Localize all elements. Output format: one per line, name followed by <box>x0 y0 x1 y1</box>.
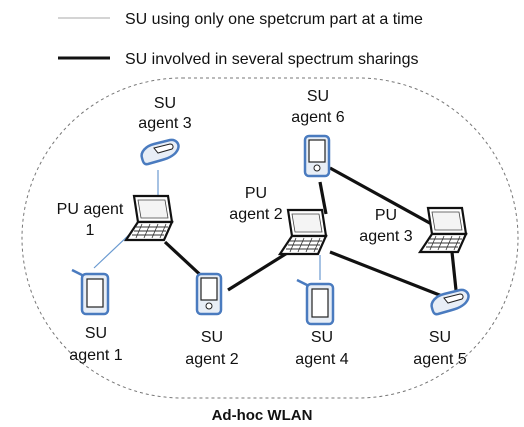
su-agent-2-pda-icon[interactable] <box>195 272 223 316</box>
su-agent-4-pda-icon[interactable] <box>295 278 335 326</box>
pu-agent-3-laptop-icon[interactable] <box>418 206 468 254</box>
su-agent-6-pda-icon[interactable] <box>303 134 331 178</box>
su-agent-2-label-2: agent 2 <box>185 351 238 368</box>
su-agent-4-label: SU <box>311 329 333 346</box>
pu-agent-1-label: PU agent <box>57 201 124 218</box>
link-su6-pu3 <box>329 166 447 234</box>
wlan-boundary <box>21 77 519 399</box>
su-agent-3-label-2: agent 3 <box>138 115 191 132</box>
pu-agent-1-label-2: 1 <box>86 222 95 239</box>
link-pu1-su1 <box>93 231 133 269</box>
su-agent-6-label-2: agent 6 <box>291 109 344 126</box>
node-labels: SU agent 3 SU agent 6 PU agent 1 PU agen… <box>57 88 467 368</box>
link-pu2-su6 <box>318 181 328 215</box>
su-agent-4-label-2: agent 4 <box>295 351 348 368</box>
legend-thick-label: SU involved in several spectrum sharings <box>125 51 418 68</box>
diagram-title: Ad-hoc WLAN <box>212 407 313 424</box>
pu-agent-2-laptop-icon[interactable] <box>278 208 328 256</box>
su-agent-1-pda-icon[interactable] <box>70 268 110 316</box>
pu-agent-3-label-2: agent 3 <box>359 228 412 245</box>
pu-agent-2-label-2: agent 2 <box>229 206 282 223</box>
su-agent-3-label: SU <box>154 95 176 112</box>
su-agent-2-label: SU <box>201 329 223 346</box>
pu-agent-3-label: PU <box>375 207 397 224</box>
su-agent-5-label-2: agent 5 <box>413 351 466 368</box>
pu-agent-2-label: PU <box>245 185 267 202</box>
su-agent-1-label: SU <box>85 325 107 342</box>
link-pu2-su5 <box>329 250 443 298</box>
link-su2-pu2 <box>227 248 293 292</box>
su-agent-1-label-2: agent 1 <box>69 347 122 364</box>
su-agent-5-label: SU <box>429 329 451 346</box>
su-agent-3-phone-icon[interactable] <box>140 138 180 166</box>
su-agent-6-label: SU <box>307 88 329 105</box>
link-pu3-su5 <box>450 251 458 291</box>
pu-agent-1-laptop-icon[interactable] <box>124 194 174 242</box>
legend-thin-label: SU using only one spetcrum part at a tim… <box>125 11 423 28</box>
